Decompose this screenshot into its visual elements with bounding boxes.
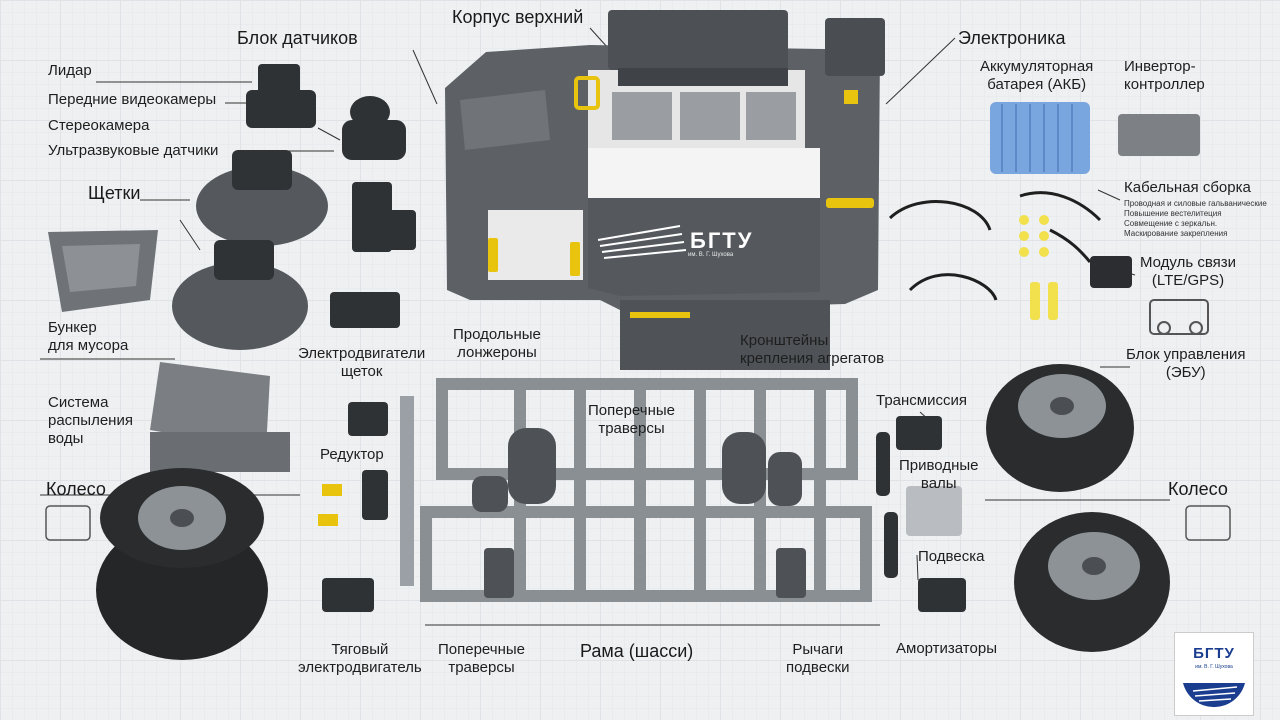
- lte-module-illustration: [1090, 256, 1132, 288]
- label-korpus: Корпус верхний: [452, 7, 584, 27]
- label-invertor: Инвертор-контроллер: [1124, 58, 1205, 93]
- label-lidar: Лидар: [48, 62, 92, 79]
- label-shchetki: Щетки: [88, 183, 141, 203]
- ecu-illustration: [1149, 299, 1209, 335]
- label-koleso-right: Колесо: [1168, 479, 1228, 499]
- label-elektronika: Электроника: [958, 28, 1066, 48]
- body-brand-subtitle: им. В. Г. Шухова: [688, 252, 734, 258]
- spray-illustration: [150, 362, 290, 472]
- label-kabelnaya-sborka: Кабельная сборка: [1124, 179, 1251, 196]
- wheel-icons: [45, 505, 1231, 541]
- label-blok-datchikov: Блок датчиков: [237, 28, 358, 48]
- cable-illustrations: [888, 191, 1102, 301]
- body-brand-name: БГТУ: [690, 228, 754, 253]
- logo-emblem: [1183, 683, 1245, 708]
- label-reduktor: Редуктор: [320, 446, 384, 463]
- label-modul-svyazi: Модуль связи(LTE/GPS): [1140, 254, 1237, 289]
- inverter-illustration: [1118, 114, 1200, 156]
- brush-illustrations: [172, 150, 328, 350]
- suspension-illustration: [906, 486, 962, 536]
- battery-illustration: [990, 102, 1090, 174]
- upper-body-illustration: [445, 10, 885, 370]
- label-kabel-sub: Проводная и силовые гальванические Повыш…: [1124, 199, 1267, 238]
- university-logo: БГТУ им. В. Г. Шухова: [1174, 632, 1254, 716]
- sensor-illustrations: [246, 64, 416, 328]
- wheel-illustrations: [96, 364, 1170, 660]
- label-transmissiya: Трансмиссия: [876, 392, 967, 409]
- label-podveska: Подвеска: [918, 548, 985, 565]
- chassis-components: [472, 428, 806, 598]
- logo-title: БГТУ: [1193, 645, 1235, 662]
- label-rama: Рама (шасси): [580, 641, 694, 661]
- label-koleso-left: Колесо: [46, 479, 106, 499]
- label-ultrazvukovye: Ультразвуковые датчики: [48, 142, 219, 159]
- label-amortizatory: Амортизаторы: [896, 640, 997, 657]
- label-perednie-videokamery: Передние видеокамеры: [48, 91, 217, 108]
- label-stereokamera: Стереокамера: [48, 117, 150, 134]
- motor-reducer-illustrations: [322, 402, 388, 612]
- logo-subtitle: им. В. Г. Шухова: [1195, 664, 1233, 670]
- label-blok-upravleniya: Блок управления(ЭБУ): [1126, 346, 1246, 381]
- transmission-illustrations: [876, 416, 966, 612]
